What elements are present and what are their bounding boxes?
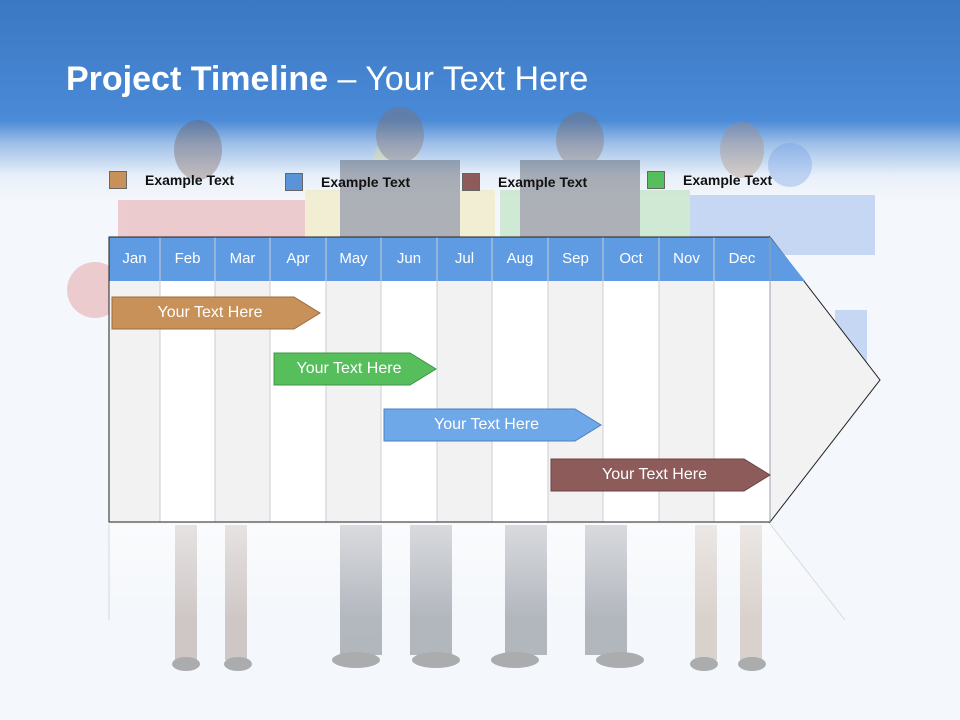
title-bold: Project Timeline [66,60,329,98]
task-arrow-1[interactable] [111,296,321,330]
month-label: May [339,250,368,267]
task-arrow-4[interactable] [550,458,771,492]
month-label: Nov [673,250,700,267]
legend-item: Example Text [462,172,587,192]
legend-swatch [462,173,480,191]
month-header-row [109,237,770,281]
legend-label: Example Text [498,174,588,190]
title-rest: – Your Text Here [328,60,589,98]
legend-item: Example Text [285,172,410,192]
task-label[interactable]: Your Text Here [602,466,707,483]
board-reflection [109,524,845,620]
task-arrow-2[interactable] [273,352,437,386]
month-label: Mar [229,250,256,267]
legend-swatch [109,171,127,189]
legend-swatch [285,173,303,191]
month-label: Jul [454,250,475,267]
month-label: Feb [174,250,201,267]
legend-label: Example Text [321,174,411,190]
month-label: Sep [562,250,589,267]
column-separators [159,237,715,522]
legend-item: Example Text [109,170,234,190]
legend-item: Example Text [647,170,772,190]
legend-label: Example Text [145,172,235,188]
page-title: Project Timeline – Your Text Here [66,60,588,99]
task-label[interactable]: Your Text Here [434,416,539,433]
header-band [0,0,960,200]
month-label: Oct [619,250,643,267]
legend-label: Example Text [683,172,773,188]
task-arrow-3[interactable] [383,408,602,442]
task-label[interactable]: Your Text Here [296,360,402,377]
month-label: Apr [286,250,310,267]
task-label[interactable]: Your Text Here [157,304,263,321]
legend-swatch [647,171,665,189]
board-frame [108,236,770,523]
month-label: Aug [506,250,534,267]
month-label: Dec [728,250,756,267]
month-label: Jun [396,250,422,267]
month-label: Jan [122,250,147,267]
